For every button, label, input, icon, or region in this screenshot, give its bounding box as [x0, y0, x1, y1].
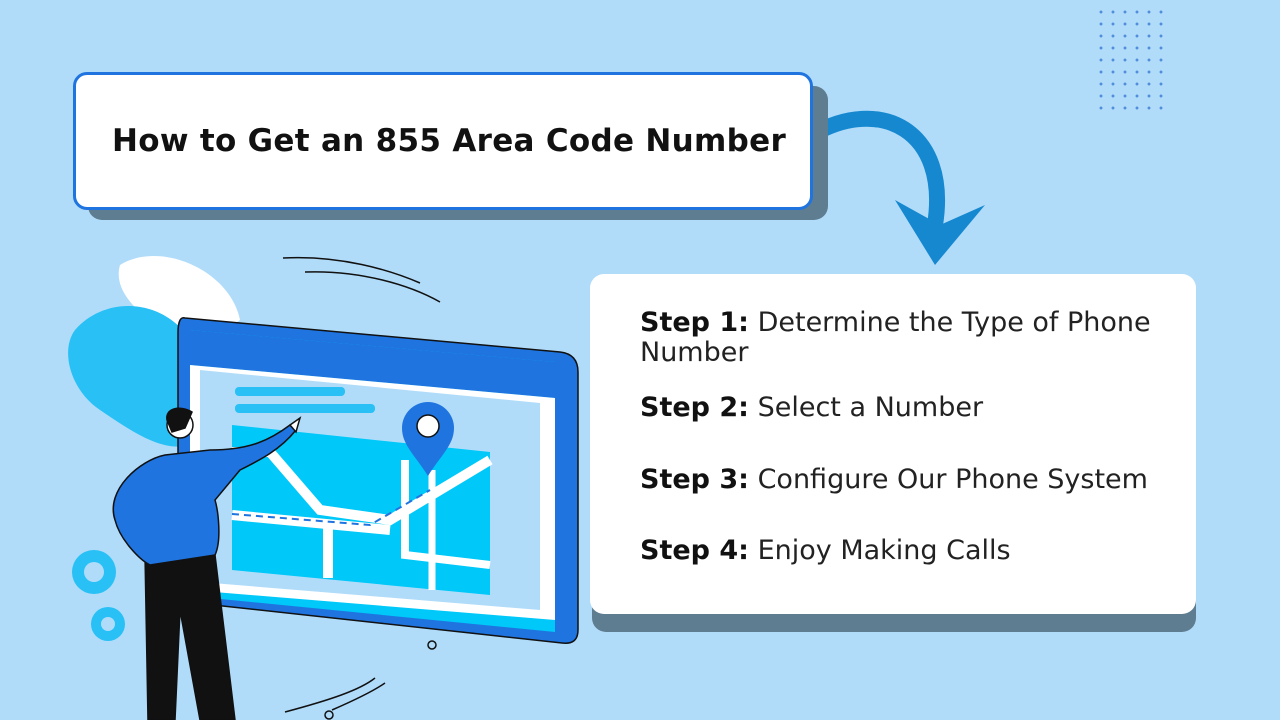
step-label: Step 1:: [640, 307, 749, 338]
gear-icon: [72, 550, 125, 641]
step-4: Step 4: Enjoy Making Calls: [640, 536, 1170, 566]
step-1: Step 1: Determine the Type of Phone Numb…: [640, 308, 1170, 368]
step-label: Step 3:: [640, 464, 749, 495]
step-text: Configure Our Phone System: [757, 464, 1148, 495]
person-pointing-illustration: [112, 407, 302, 720]
step-2: Step 2: Select a Number: [640, 393, 1170, 423]
steps-card: Step 1: Determine the Type of Phone Numb…: [590, 274, 1196, 614]
dot-pattern-decoration: [1095, 6, 1165, 111]
step-label: Step 2:: [640, 392, 749, 423]
step-3: Step 3: Configure Our Phone System: [640, 465, 1170, 495]
curved-arrow-icon: [804, 110, 945, 233]
map-pin-icon: [402, 402, 454, 476]
monitor-map-illustration: [177, 317, 579, 644]
step-text: Determine the Type of Phone Number: [640, 307, 1151, 368]
leaf-cyan-decoration: [68, 306, 200, 447]
step-text: Select a Number: [757, 392, 984, 423]
step-text: Enjoy Making Calls: [757, 535, 1011, 566]
title-card: How to Get an 855 Area Code Number: [73, 72, 813, 210]
step-label: Step 4:: [640, 535, 749, 566]
page-title: How to Get an 855 Area Code Number: [112, 123, 787, 159]
